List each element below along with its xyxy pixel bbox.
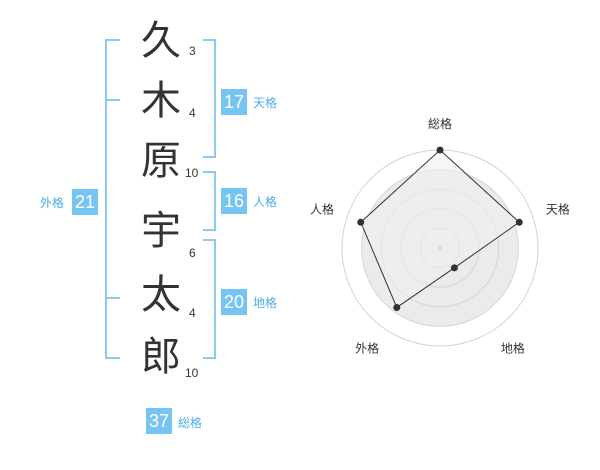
radar-point-4 bbox=[393, 303, 401, 311]
jinkaku-value-badge: 16 bbox=[221, 188, 247, 214]
gaikaku-value-badge: 21 bbox=[72, 189, 98, 215]
stroke-count-4: 6 bbox=[189, 246, 196, 260]
stroke-count-5: 4 bbox=[189, 306, 196, 320]
tenkaku-label: 天格 bbox=[253, 96, 278, 110]
radar-point-1 bbox=[436, 146, 444, 154]
name-char-1: 久 bbox=[141, 18, 181, 64]
stroke-count-6: 10 bbox=[185, 366, 199, 380]
radar-data-polygon bbox=[360, 149, 521, 309]
chikaku-value-badge: 20 bbox=[221, 289, 247, 315]
stroke-count-1: 3 bbox=[189, 44, 196, 58]
name-char-4: 宇 bbox=[141, 208, 181, 254]
radar-point-5 bbox=[357, 218, 365, 226]
tenkaku-value-badge: 17 bbox=[221, 89, 247, 115]
jinkaku-label: 人格 bbox=[253, 195, 278, 209]
radar-axis-label-4: 外格 bbox=[355, 340, 379, 355]
jinkaku-bracket bbox=[203, 171, 216, 231]
chikaku-bracket bbox=[203, 239, 216, 359]
radar-axis-label-1: 総格 bbox=[428, 116, 452, 131]
chikaku-label: 地格 bbox=[253, 296, 278, 310]
name-char-5: 太 bbox=[141, 272, 181, 318]
tenkaku-bracket bbox=[203, 39, 216, 158]
name-char-6: 郎 bbox=[141, 334, 181, 380]
gaikaku-label: 外格 bbox=[40, 196, 65, 210]
gaikaku-bracket bbox=[105, 39, 120, 359]
name-char-3: 原 bbox=[141, 138, 181, 184]
soukaku-value-badge: 37 bbox=[146, 408, 172, 434]
radar-point-2 bbox=[515, 218, 523, 226]
radar-point-3 bbox=[450, 264, 458, 272]
stroke-count-2: 4 bbox=[189, 106, 196, 120]
radar-axis-label-5: 人格 bbox=[310, 202, 334, 217]
name-char-2: 木 bbox=[141, 78, 181, 124]
radar-axis-label-3: 地格 bbox=[501, 340, 525, 355]
stroke-count-3: 10 bbox=[185, 166, 199, 180]
soukaku-label: 総格 bbox=[178, 416, 203, 430]
radar-axis-label-2: 天格 bbox=[546, 202, 570, 217]
